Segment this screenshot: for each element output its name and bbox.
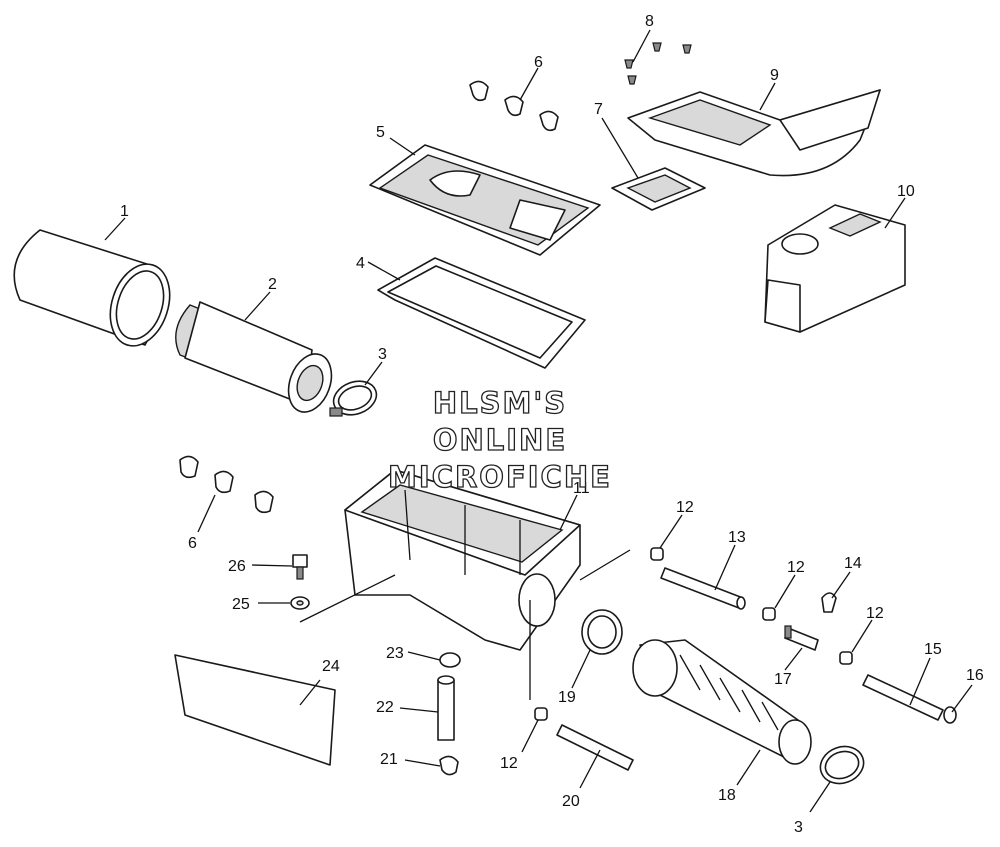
callout-5: 5 (376, 124, 385, 141)
callout-6: 6 (188, 535, 197, 552)
part-6-clips-lower (179, 455, 274, 514)
part-19-coupler-ring (581, 609, 623, 655)
watermark-line-3: MICROFICHE (388, 460, 612, 494)
callout-21: 21 (380, 751, 398, 768)
part-21-drain-valve (439, 755, 459, 776)
callout-1: 1 (120, 203, 129, 220)
watermark-line-2: ONLINE (433, 423, 567, 457)
callout-3: 3 (378, 346, 387, 363)
part-3-hose-clamp-upper (329, 380, 378, 417)
part-13-tube (660, 567, 746, 610)
callout-16: 16 (966, 667, 984, 684)
part-12-caps (534, 547, 853, 721)
callout-6: 6 (534, 54, 543, 71)
part-8-screws (624, 42, 692, 85)
callout-12: 12 (866, 605, 884, 622)
callout-17: 17 (774, 671, 792, 688)
watermark-line-1: HLSM'S (433, 386, 567, 420)
callout-24: 24 (322, 658, 340, 675)
callout-18: 18 (718, 787, 736, 804)
part-20-tube (556, 724, 634, 771)
callout-12: 12 (500, 755, 518, 772)
part-23-small-clamp (439, 652, 461, 668)
callout-25: 25 (232, 596, 250, 613)
callout-14: 14 (844, 555, 862, 572)
callout-10: 10 (897, 183, 915, 200)
callout-2: 2 (268, 276, 277, 293)
callout-3: 3 (794, 819, 803, 836)
part-11-airbox-base (344, 469, 581, 651)
callout-22: 22 (376, 699, 394, 716)
callout-labels: 1 2 3 3 4 5 6 6 7 8 9 10 11 12 12 12 12 … (120, 13, 984, 836)
callout-11: 11 (573, 480, 590, 497)
callout-12: 12 (787, 559, 805, 576)
callout-19: 19 (558, 689, 576, 706)
part-9-intake-duct (627, 89, 881, 177)
part-22-drain-tube (437, 675, 455, 741)
part-3-hose-clamp-lower (819, 745, 865, 785)
part-15-tube (862, 674, 944, 721)
callout-9: 9 (770, 67, 779, 84)
part-24-cover-panel (174, 654, 336, 766)
callout-23: 23 (386, 645, 404, 662)
part-26-bolt (292, 554, 308, 580)
callout-8: 8 (645, 13, 654, 30)
callout-7: 7 (594, 101, 603, 118)
part-10-foam-block (764, 204, 906, 333)
part-2-air-filter (175, 301, 333, 413)
callout-26: 26 (228, 558, 246, 575)
part-18-intake-boot (632, 639, 812, 765)
part-25-washer (290, 596, 310, 610)
part-7-inlet-plate (611, 167, 706, 211)
part-6-clips-upper (469, 80, 559, 132)
part-1-prefilter-sleeve (13, 229, 171, 347)
watermark: HLSM'S ONLINE MICROFICHE (387, 385, 612, 494)
callout-13: 13 (728, 529, 746, 546)
callout-15: 15 (924, 641, 942, 658)
part-4-seal-gasket (377, 257, 586, 369)
leader-lines (104, 29, 973, 813)
part-17-fitting (784, 625, 819, 651)
callout-20: 20 (562, 793, 580, 810)
callout-4: 4 (356, 255, 365, 272)
part-5-airbox-cover (369, 144, 601, 256)
reference-lines (299, 549, 631, 700)
callout-12: 12 (676, 499, 694, 516)
